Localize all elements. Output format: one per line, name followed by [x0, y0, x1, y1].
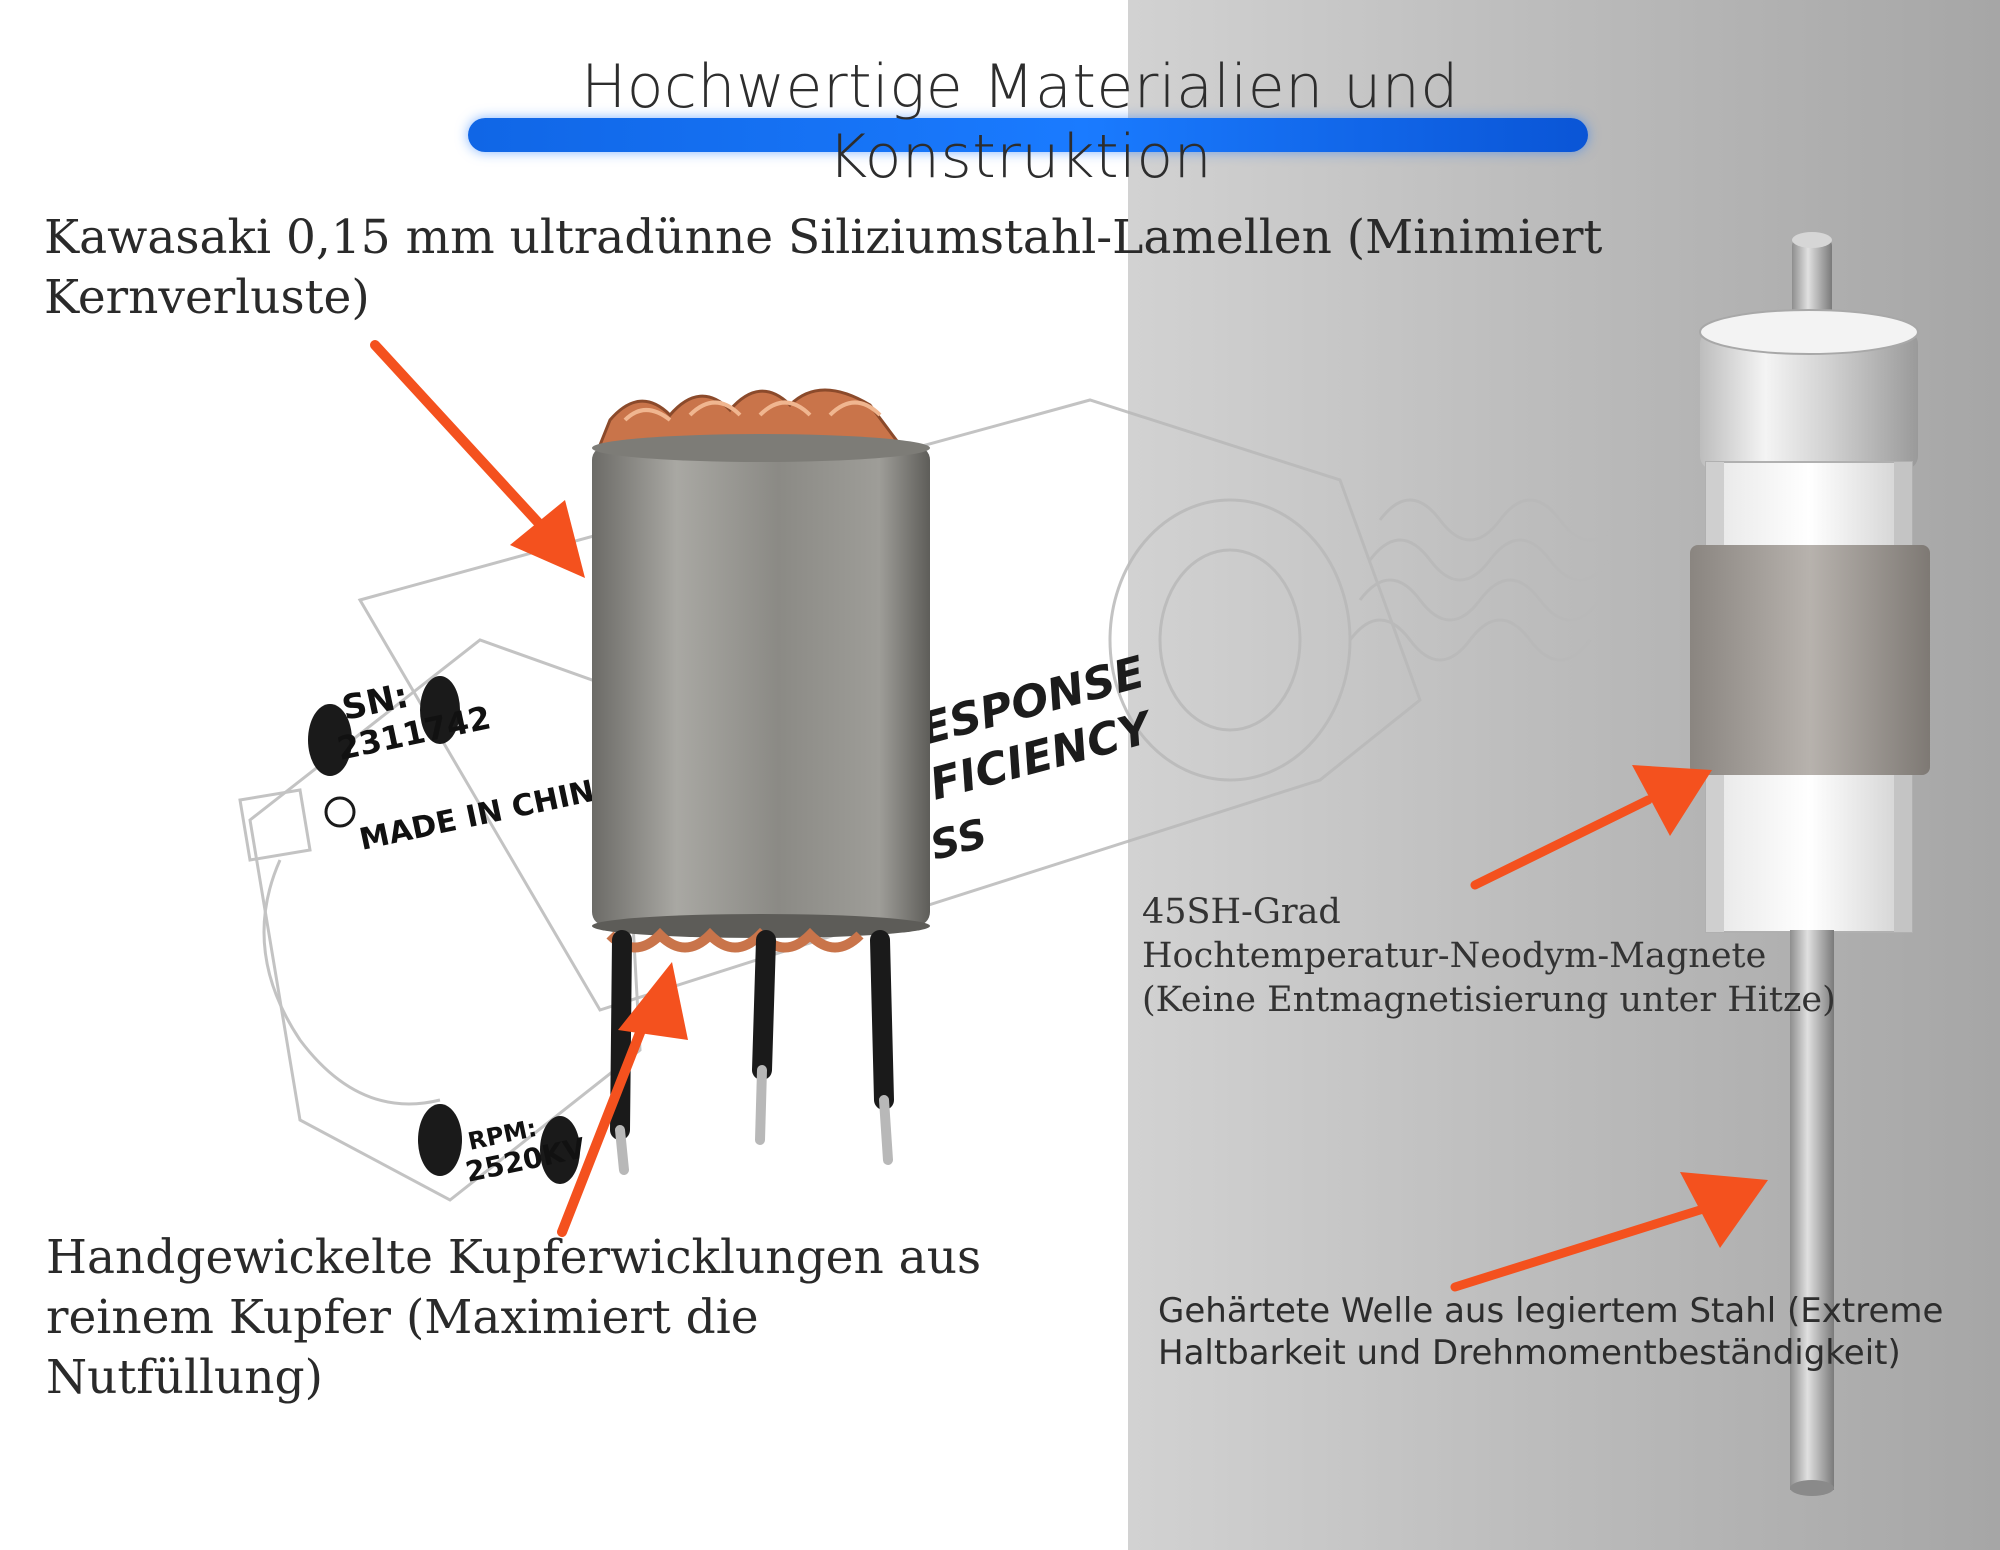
label-lamination-line1: Kawasaki 0,15 mm ultradünne Siliziumstah…	[44, 210, 1603, 265]
arrow-lamination	[370, 340, 585, 578]
label-shaft-line1: Gehärtete Welle aus legiertem Stahl (Ext…	[1158, 1291, 1944, 1331]
arrow-magnet	[1470, 765, 1712, 890]
label-magnet: 45SH-Grad Hochtemperatur-Neodym-Magnete …	[1142, 890, 1962, 1022]
title-underline-bar	[468, 118, 1588, 152]
body-text-3: SS	[926, 811, 992, 870]
label-magnet-line2: Hochtemperatur-Neodym-Magnete	[1142, 936, 1767, 976]
motor-housing-outline	[238, 398, 1622, 1202]
label-copper-line1: Handgewickelte Kupferwicklungen aus	[46, 1230, 982, 1285]
label-magnet-line3: (Keine Entmagnetisierung unter Hitze)	[1142, 980, 1836, 1020]
title-block: Hochwertige Materialien und Konstruktion	[400, 52, 1640, 192]
motor-end-cap: SN: 2311742 MADE IN CHINA RPM: 2520KV	[308, 676, 621, 1189]
rotor	[1690, 232, 1930, 1496]
label-magnet-line1: 45SH-Grad	[1142, 892, 1341, 932]
label-lamination-line2: Kernverluste)	[44, 270, 370, 325]
motor-body-text: ESPONSE FICIENCY SS	[915, 647, 1161, 870]
origin-marking: MADE IN CHINA	[356, 769, 621, 858]
stator	[592, 388, 930, 1175]
label-copper-line2: reinem Kupfer (Maximiert die Nutfüllung)	[46, 1290, 759, 1405]
arrow-copper	[557, 962, 688, 1237]
background-left	[0, 0, 1128, 1550]
page-title: Hochwertige Materialien und Konstruktion	[581, 52, 1459, 192]
label-copper: Handgewickelte Kupferwicklungen aus rein…	[46, 1228, 1046, 1408]
label-lamination: Kawasaki 0,15 mm ultradünne Siliziumstah…	[44, 208, 1644, 328]
label-shaft: Gehärtete Welle aus legiertem Stahl (Ext…	[1158, 1290, 2000, 1374]
arrows	[370, 340, 1768, 1292]
arrow-shaft	[1450, 1172, 1768, 1292]
label-shaft-line2: Haltbarkeit und Drehmomentbeständigkeit)	[1158, 1333, 1901, 1373]
